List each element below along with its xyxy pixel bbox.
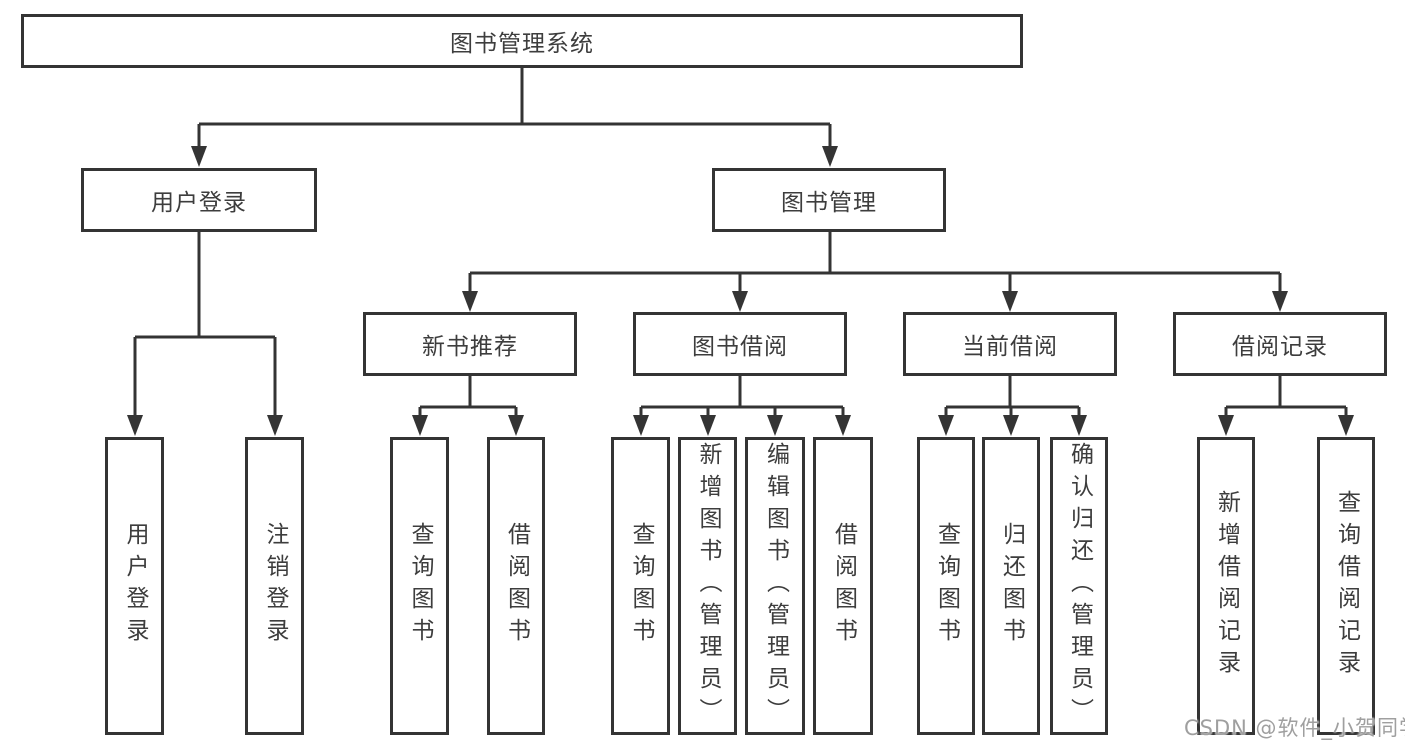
node-leaf-query-book-2: 查询图书: [611, 437, 670, 735]
node-leaf-confirm-return-admin: 确认归还（管理员）: [1050, 437, 1108, 735]
node-label: 编辑图书（管理员）: [762, 442, 789, 730]
node-leaf-edit-book-admin: 编辑图书（管理员）: [745, 437, 805, 735]
node-leaf-user-login: 用户登录: [105, 437, 164, 735]
node-label: 新增图书（管理员）: [695, 442, 721, 730]
node-new-book-recommend: 新书推荐: [363, 312, 577, 376]
node-label: 新增借阅记录: [1213, 490, 1240, 682]
node-root-system: 图书管理系统: [21, 14, 1023, 68]
node-leaf-borrow-book-1: 借阅图书: [487, 437, 545, 735]
node-label: 借阅图书: [830, 522, 857, 650]
node-label: 用户登录: [122, 522, 148, 650]
csdn-watermark: CSDN @软件_小贺同学: [1184, 716, 1405, 740]
node-label: 归还图书: [998, 522, 1025, 650]
node-label: 查询图书: [933, 522, 960, 650]
node-book-management: 图书管理: [712, 168, 946, 232]
node-user-login: 用户登录: [81, 168, 317, 232]
node-leaf-borrow-book-2: 借阅图书: [813, 437, 873, 735]
node-current-borrow: 当前借阅: [903, 312, 1117, 376]
node-leaf-return-book: 归还图书: [982, 437, 1040, 735]
node-leaf-add-borrow-record: 新增借阅记录: [1197, 437, 1255, 735]
node-label: 查询图书: [628, 522, 654, 650]
node-label: 查询图书: [407, 522, 433, 650]
node-label: 查询借阅记录: [1333, 490, 1360, 682]
node-label: 确认归还（管理员）: [1066, 442, 1093, 730]
node-leaf-query-borrow-record: 查询借阅记录: [1317, 437, 1375, 735]
node-leaf-logout: 注销登录: [245, 437, 304, 735]
node-borrow-record: 借阅记录: [1173, 312, 1387, 376]
node-leaf-query-book-1: 查询图书: [390, 437, 449, 735]
node-leaf-query-book-3: 查询图书: [917, 437, 975, 735]
node-leaf-add-book-admin: 新增图书（管理员）: [678, 437, 737, 735]
node-label: 借阅图书: [503, 522, 530, 650]
node-book-borrow: 图书借阅: [633, 312, 847, 376]
node-label: 注销登录: [262, 522, 288, 650]
